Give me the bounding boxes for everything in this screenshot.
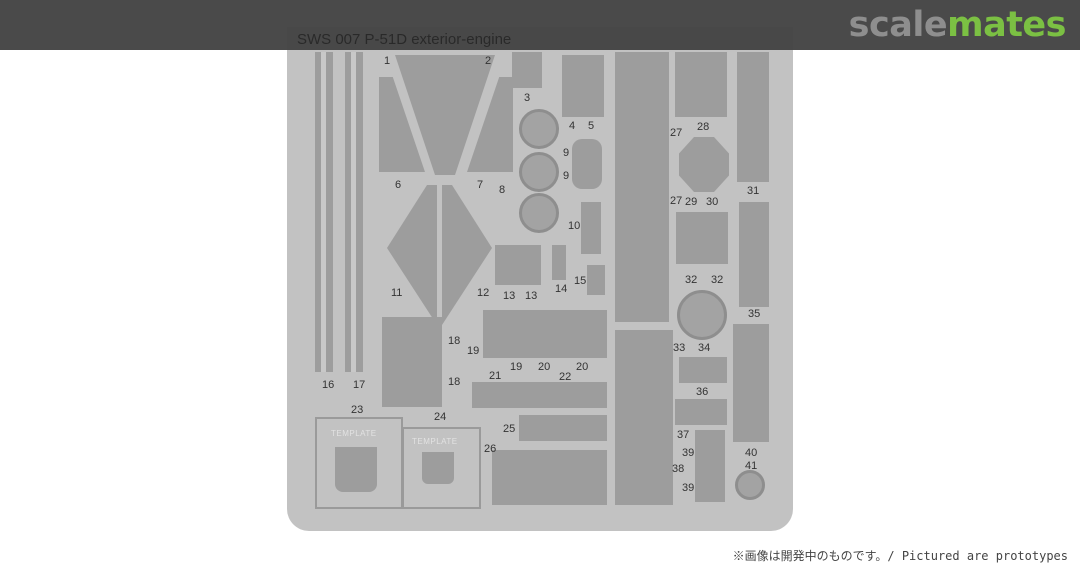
part-number-label: 18 [448, 376, 461, 388]
part-number-label: 39 [682, 482, 695, 494]
scalemates-logo[interactable]: scalemates [848, 5, 1067, 45]
part-number-label: 35 [748, 308, 761, 320]
part-number-label: 37 [677, 429, 690, 441]
part-41-disc [735, 470, 765, 500]
part-number-label: 23 [351, 404, 364, 416]
part-number-label: 20 [538, 361, 551, 373]
part-number-label: 5 [588, 120, 595, 132]
part-number-label: 6 [395, 179, 402, 191]
part-number-label: 10 [568, 220, 581, 232]
part-number-label: 3 [524, 92, 531, 104]
part-37 [675, 399, 727, 425]
part-26 [492, 450, 607, 505]
part-number-label: 34 [698, 342, 711, 354]
part-number-label: 14 [555, 283, 568, 295]
part-number-label: 28 [697, 121, 710, 133]
prototype-caption: ※画像は開発中のものです。/ Pictured are prototypes [732, 549, 1068, 563]
part-number-label: 4 [569, 120, 576, 132]
part-33-38 [615, 330, 673, 505]
part-number-label: 27 [670, 195, 683, 207]
part-8-disc [519, 109, 559, 149]
part-35 [739, 202, 769, 307]
part-number-label: 9 [563, 147, 570, 159]
part-number-label: 13 [503, 290, 516, 302]
part-8-disc [519, 193, 559, 233]
part-number-label: 36 [696, 386, 709, 398]
part-8-disc [519, 152, 559, 192]
part-number-label: 26 [484, 443, 497, 455]
part-number-label: 16 [322, 379, 335, 391]
part-number-label: 32 [711, 274, 724, 286]
part-12 [442, 185, 492, 325]
part-number-label: 39 [682, 447, 695, 459]
part-number-label: 17 [353, 379, 366, 391]
part-3 [512, 52, 542, 88]
part-number-label: 31 [747, 185, 760, 197]
part-number-label: 27 [670, 127, 683, 139]
part-11 [387, 185, 437, 325]
part-15 [587, 265, 605, 295]
part-34-disc [677, 290, 727, 340]
part-number-label: 13 [525, 290, 538, 302]
part-9 [572, 139, 602, 189]
part-13 [495, 245, 541, 285]
part-number-label: 21 [489, 370, 502, 382]
part-number-label: 18 [448, 335, 461, 347]
part-number-label: 38 [672, 463, 685, 475]
part-28 [675, 52, 727, 117]
part-number-label: 32 [685, 274, 698, 286]
part-number-label: 2 [485, 55, 492, 67]
part-number-label: 25 [503, 423, 516, 435]
part-number-label: 24 [434, 411, 447, 423]
part-10 [581, 202, 601, 254]
part-18 [382, 317, 442, 407]
part-number-label: 20 [576, 361, 589, 373]
fret-title: SWS 007 P-51D exterior-engine [287, 27, 793, 50]
part-32 [676, 212, 728, 264]
part-number-label: 12 [477, 287, 490, 299]
part-number-label: 8 [499, 184, 506, 196]
part-27-ladder [615, 52, 669, 322]
part-36 [679, 357, 727, 383]
part-29-30 [679, 137, 729, 192]
part-number-label: 22 [559, 371, 572, 383]
part-21-22 [472, 382, 607, 408]
part-number-label: 19 [467, 345, 480, 357]
part-40 [733, 324, 769, 442]
template-label: TEMPLATE [331, 429, 377, 438]
photo-etch-fret: SWS 007 P-51D exterior-engine T [287, 27, 793, 531]
part-number-label: 29 [685, 196, 698, 208]
part-number-label: 1 [384, 55, 391, 67]
part-31 [737, 52, 769, 182]
part-number-label: 40 [745, 447, 758, 459]
part-number-label: 19 [510, 361, 523, 373]
part-number-label: 7 [477, 179, 484, 191]
part-14 [552, 245, 566, 280]
part-39 [695, 430, 725, 502]
part-number-label: 33 [673, 342, 686, 354]
part-number-label: 9 [563, 170, 570, 182]
part-number-label: 15 [574, 275, 587, 287]
part-number-label: 30 [706, 196, 719, 208]
part-24-template [402, 427, 481, 509]
part-number-label: 41 [745, 460, 758, 472]
part-25 [519, 415, 607, 441]
part-19-20 [483, 310, 607, 358]
part-number-label: 11 [391, 287, 403, 299]
part-4-5 [562, 55, 604, 117]
